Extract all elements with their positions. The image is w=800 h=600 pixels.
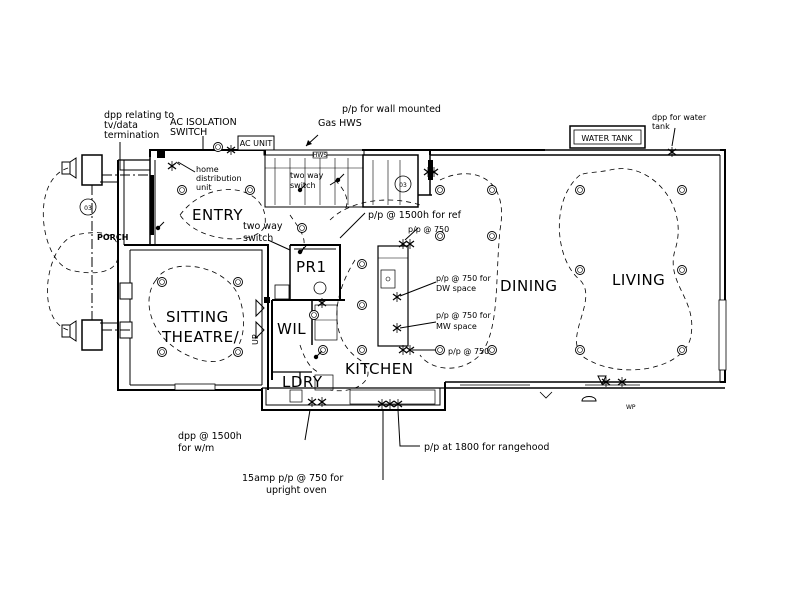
- note-wm-line1: dpp @ 1500h: [178, 431, 242, 442]
- room-label-sitting: SITTING: [166, 308, 229, 326]
- porch-lights: [61, 157, 77, 342]
- note-ref: p/p @ 1500h for ref: [368, 210, 462, 221]
- note-rangehood: p/p at 1800 for rangehood: [424, 442, 549, 453]
- annotation-notes: dpp relating to tv/data termination AC I…: [104, 104, 707, 496]
- note-oven-line1: 15amp p/p @ 750 for: [242, 473, 343, 484]
- data-points: [255, 298, 607, 402]
- note-oven-line2: upright oven: [266, 485, 327, 496]
- room-ref-03-a: 03: [79, 198, 97, 216]
- room-ref-03-b: 03: [394, 175, 412, 193]
- wp-label: WP: [626, 404, 636, 411]
- room-label-entry: ENTRY: [192, 206, 243, 224]
- svg-text:03: 03: [84, 205, 92, 212]
- note-mw-line2: MW space: [436, 322, 477, 331]
- note-gas-hws-line2: Gas HWS: [318, 118, 362, 129]
- leader-lines: [119, 127, 676, 480]
- note-dpp-water-line2: tank: [652, 122, 670, 131]
- note-two-way-lower-line1: two way: [243, 221, 283, 232]
- note-dw-line2: DW space: [436, 284, 476, 293]
- water-tank-label: WATER TANK: [581, 134, 633, 143]
- ac-unit-tag: AC UNIT: [237, 135, 275, 151]
- note-dpp-tv-line1: dpp relating to: [104, 110, 174, 121]
- room-label-wil: WIL: [277, 320, 306, 338]
- note-gas-hws-line1: p/p for wall mounted: [342, 104, 441, 115]
- note-wm-line2: for w/m: [178, 443, 214, 454]
- room-label-dining: DINING: [500, 277, 557, 295]
- note-ac-iso-line2: SWITCH: [170, 127, 207, 138]
- note-home-dist-line2: distribution: [196, 174, 242, 183]
- room-label-pr1: PR1: [296, 258, 327, 276]
- note-two-way-upper-line1: two way: [290, 171, 324, 180]
- hws-label: HWS: [313, 152, 327, 159]
- room-label-porch: PORCH: [97, 233, 128, 242]
- circuit-lines: [42, 167, 693, 392]
- note-mw-line1: p/p @ 750 for: [436, 311, 491, 320]
- note-two-way-upper-line2: switch: [290, 181, 316, 190]
- room-label-kitchen: KITCHEN: [345, 360, 414, 378]
- note-home-dist-line1: home: [196, 165, 219, 174]
- room-label-ldry: LDRY: [282, 373, 323, 391]
- note-dpp-tv-line2: tv/data: [104, 120, 138, 131]
- water-tank-tag: WATER TANK: [569, 125, 646, 149]
- note-home-dist-line3: unit: [196, 183, 212, 192]
- stair: [264, 151, 419, 208]
- note-pp750-top: p/p @ 750: [408, 225, 449, 234]
- power-points: [167, 144, 677, 410]
- room-labels: ENTRY PORCH PR1 SITTING THEATRE/ WIL LDR…: [97, 206, 665, 391]
- room-label-living: LIVING: [612, 271, 665, 289]
- up-arrow-label: UP: [251, 334, 260, 345]
- note-ac-iso-line1: AC ISOLATION: [170, 117, 237, 128]
- note-dw-line1: p/p @ 750 for: [436, 274, 491, 283]
- note-two-way-lower-line2: switch: [243, 233, 273, 244]
- note-dpp-water-line1: dpp for water: [652, 113, 707, 122]
- svg-text:03: 03: [399, 182, 407, 189]
- note-dpp-tv-line3: termination: [104, 130, 159, 141]
- ac-unit-label: AC UNIT: [240, 139, 273, 148]
- room-label-theatre: THEATRE/: [161, 328, 240, 346]
- walls: [81, 149, 727, 411]
- note-pp750-bottom: p/p @ 750: [448, 347, 489, 356]
